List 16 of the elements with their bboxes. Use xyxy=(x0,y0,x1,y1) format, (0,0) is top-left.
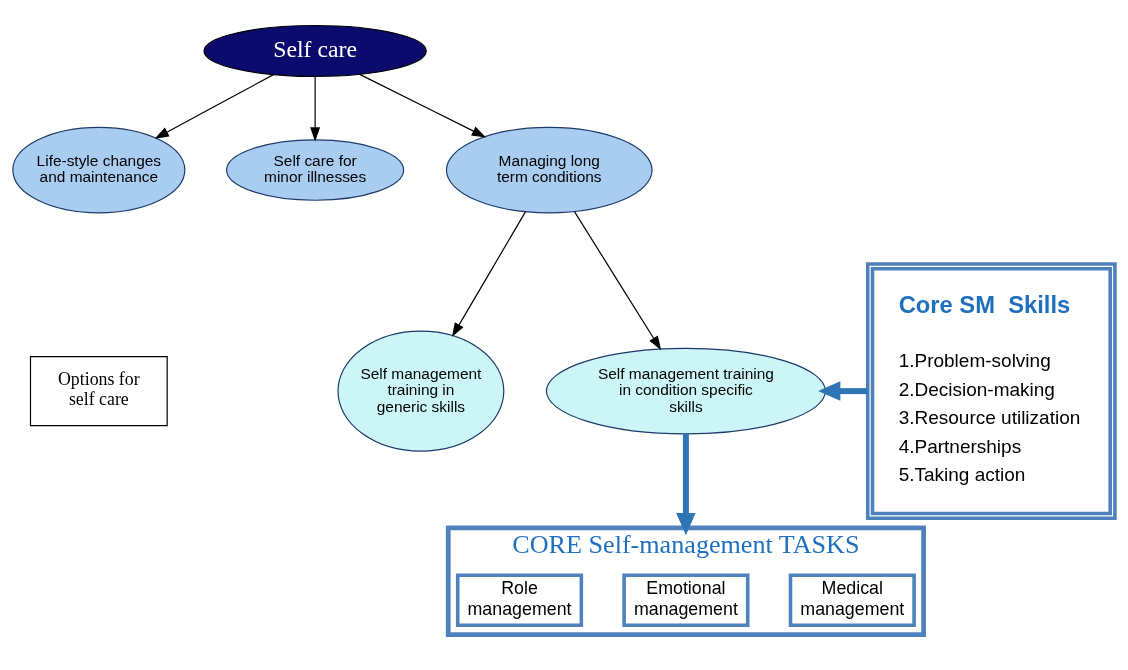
arrow xyxy=(574,211,662,351)
node-box: Emotional management xyxy=(622,573,750,627)
node-box: Options for self care xyxy=(29,356,168,427)
arrow xyxy=(676,434,696,536)
node-box: Role management xyxy=(455,573,584,627)
node-ellipse: Self care for minor illnesses xyxy=(226,139,405,201)
node-box: Core SM Skills 1.Problem-solving 2.Decision-making 3.Resource utilization 4.Partnerships 5.Taking action xyxy=(865,262,1117,521)
arrow xyxy=(818,381,868,401)
node-ellipse: Self management training in condition specific skills xyxy=(545,347,826,435)
arrow xyxy=(451,211,526,338)
node-box: Medical management xyxy=(788,573,916,627)
arrow xyxy=(310,75,321,142)
node-ellipse: Self management training in generic skills xyxy=(337,330,505,452)
arrow xyxy=(359,73,487,138)
arrow xyxy=(154,73,275,139)
node-ellipse: Self care xyxy=(203,24,427,78)
